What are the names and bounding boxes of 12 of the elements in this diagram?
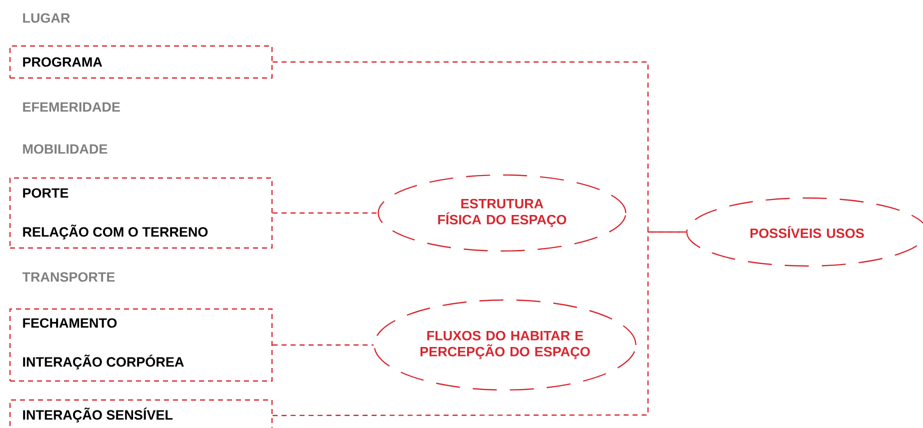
connector-line <box>272 61 686 233</box>
connector-line <box>272 344 374 346</box>
dashed-box: PROGRAMA <box>9 45 273 79</box>
category-label: TRANSPORTE <box>22 272 115 282</box>
category-label: LUGAR <box>23 13 70 23</box>
dashed-box: FECHAMENTO INTERAÇÃO CORPÓREA <box>9 308 273 382</box>
dashed-box: PORTE RELAÇÃO COM O TERRENO <box>9 177 273 249</box>
connector-line <box>272 231 686 416</box>
category-label: MOBILIDADE <box>23 144 108 154</box>
connector-line <box>272 212 378 214</box>
dashed-box: INTERAÇÃO SENSÍVEL <box>9 399 273 428</box>
category-label: EFEMERIDADE <box>23 102 120 112</box>
